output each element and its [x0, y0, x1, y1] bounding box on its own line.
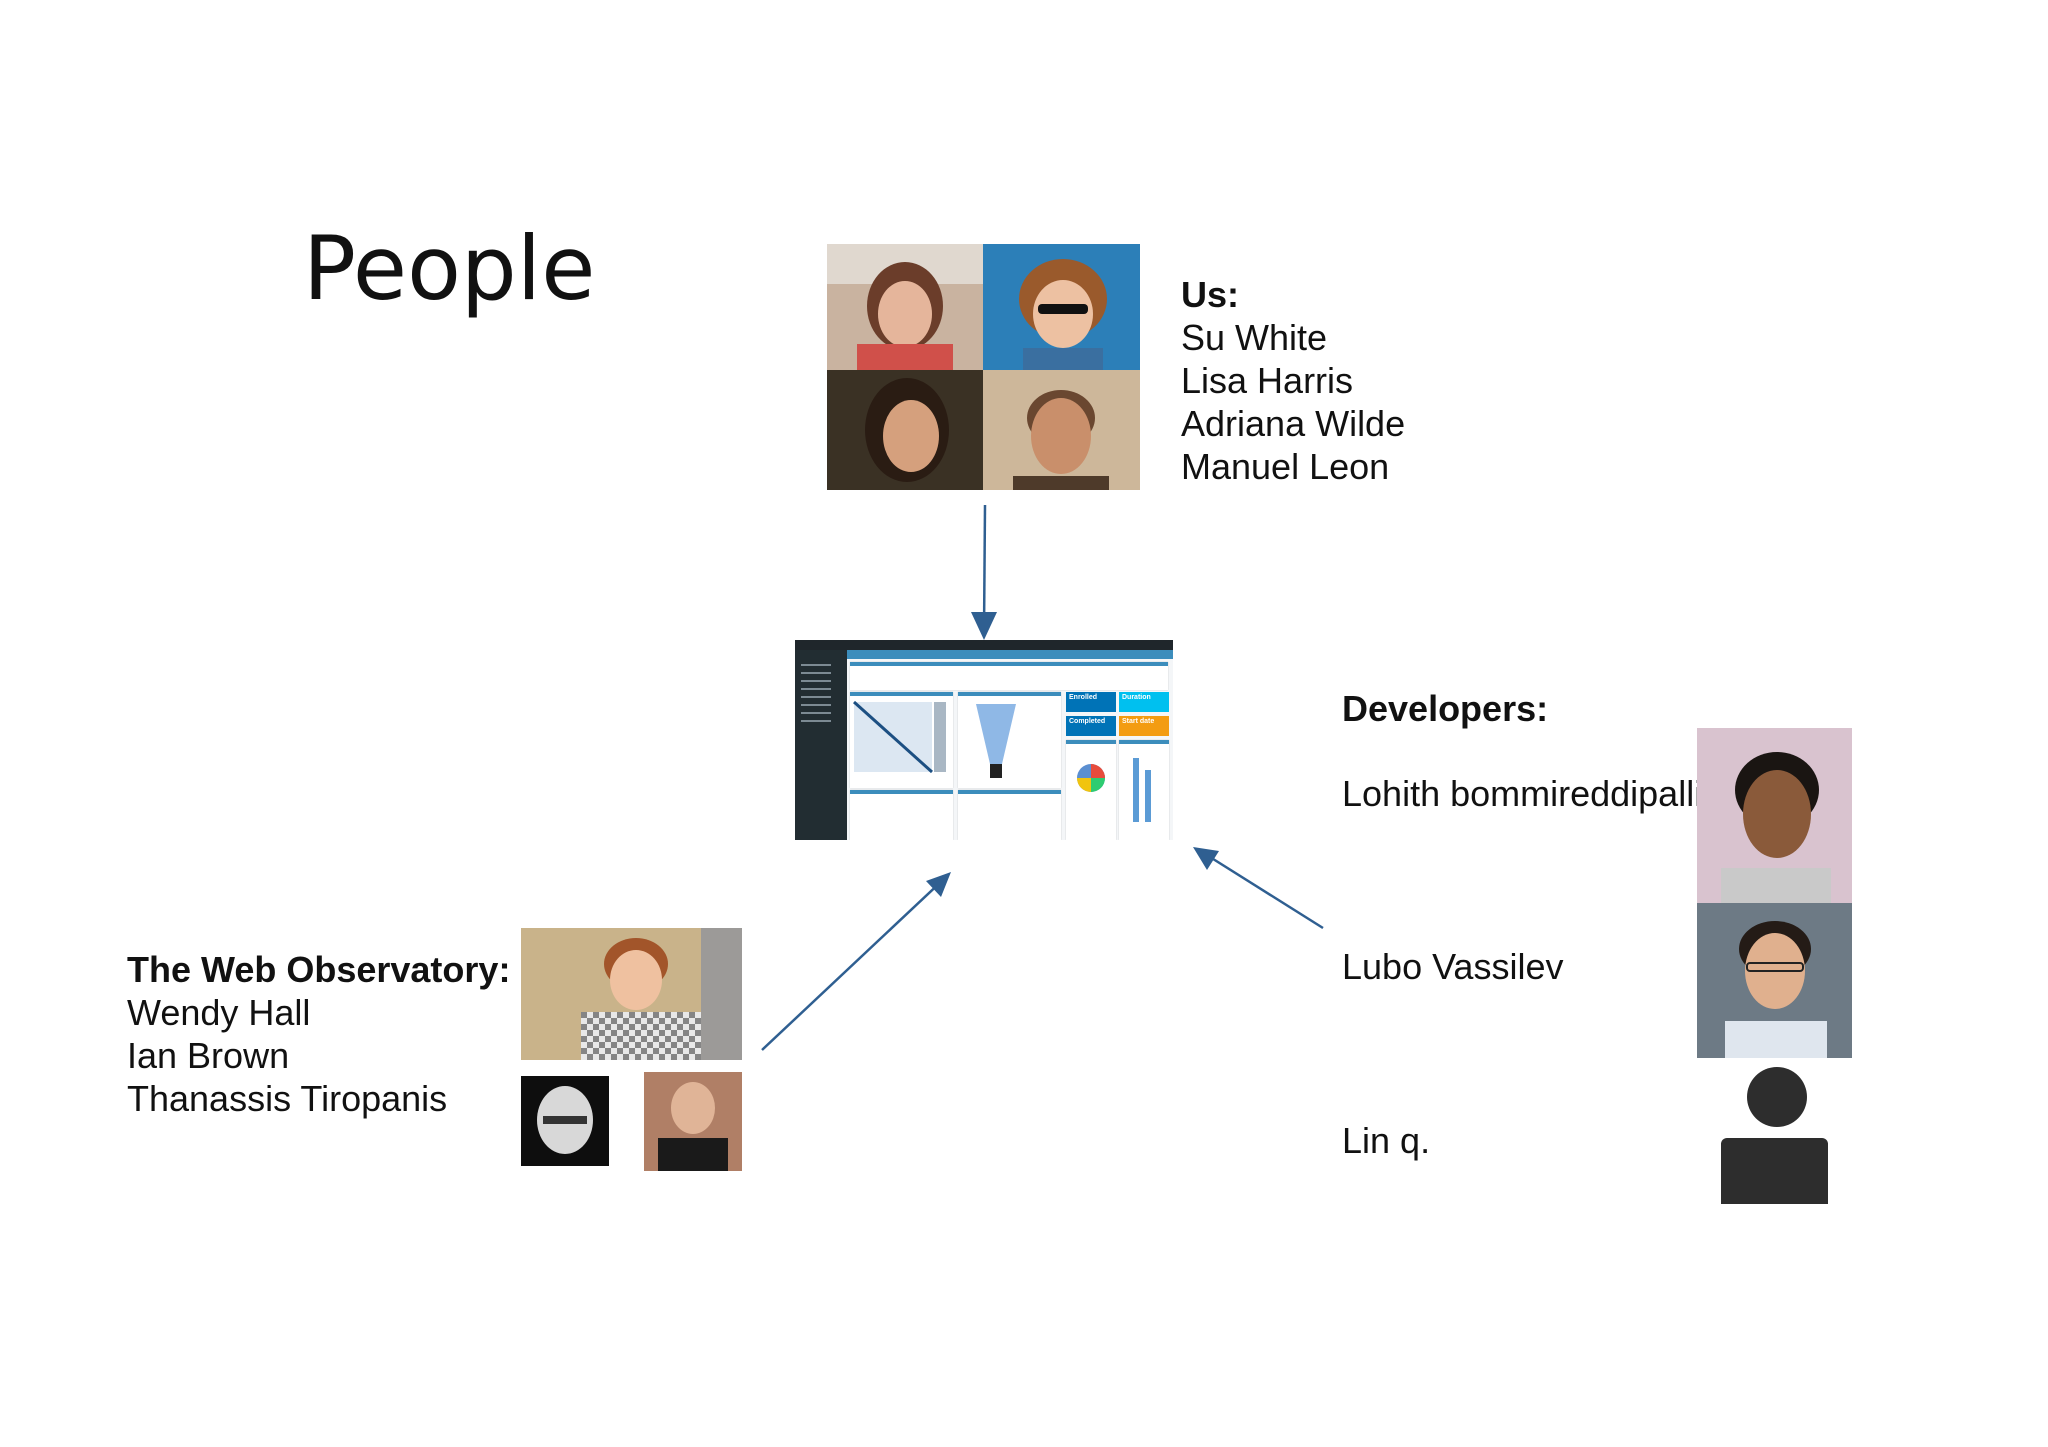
tile-completed: Completed	[1066, 716, 1116, 736]
us-name-adriana-wilde: Adriana Wilde	[1181, 403, 1406, 444]
photo-manuel-leon	[983, 370, 1140, 490]
photo-adriana-wilde	[827, 370, 983, 490]
web-observatory-heading: The Web Observatory:	[127, 949, 511, 990]
arrow-us-head	[971, 612, 997, 640]
wo-name-wendy-hall: Wendy Hall	[127, 992, 311, 1033]
us-name-lisa-harris: Lisa Harris	[1181, 360, 1354, 401]
wo-name-thanassis: Thanassis Tiropanis	[127, 1078, 448, 1119]
us-name-su-white: Su White	[1181, 317, 1328, 358]
developers-heading: Developers:	[1342, 688, 1549, 729]
developer-name-lin: Lin q.	[1342, 1120, 1431, 1161]
photo-lisa-harris	[983, 244, 1140, 370]
dashboard-sidebar	[795, 650, 847, 840]
dashboard-screenshot: Enrolled Duration Completed Start date	[795, 640, 1173, 840]
dashboard-filter-panel	[850, 662, 1168, 690]
dashboard-heatmap-panel	[850, 692, 953, 788]
dashboard-bar-panel	[1119, 740, 1169, 840]
developer-name-lubo: Lubo Vassilev	[1342, 946, 1564, 987]
arrow-webobs-to-dashboard	[761, 877, 946, 1051]
tile-duration: Duration	[1119, 692, 1169, 712]
tile-start-date: Start date	[1119, 716, 1169, 736]
arrow-us-to-dashboard	[982, 504, 987, 633]
photo-su-white	[827, 244, 983, 370]
wo-name-ian-brown: Ian Brown	[127, 1035, 290, 1076]
photo-ian-brown	[521, 1076, 609, 1166]
developer-name-lohith: Lohith bommireddipalli	[1342, 773, 1703, 814]
photo-wendy-hall	[521, 928, 742, 1060]
dashboard-topbar	[795, 640, 1173, 650]
tile-enrolled: Enrolled	[1066, 692, 1116, 712]
dashboard-pie-panel	[1066, 740, 1116, 840]
dashboard-funnel-panel	[958, 692, 1061, 788]
photo-thanassis	[644, 1072, 742, 1171]
photo-lubo	[1697, 903, 1852, 1058]
us-heading: Us:	[1181, 274, 1240, 315]
dashboard-bottom-panel-2	[958, 790, 1061, 840]
person-silhouette-body	[1721, 1138, 1828, 1204]
dashboard-bottom-panel-1	[850, 790, 953, 840]
arrow-developers-head	[1193, 847, 1219, 870]
person-silhouette-icon	[1747, 1067, 1807, 1127]
us-name-manuel-leon: Manuel Leon	[1181, 446, 1390, 487]
arrow-webobs-head	[926, 872, 951, 897]
arrow-developers-to-dashboard	[1201, 850, 1324, 930]
slide-title: People	[303, 217, 596, 320]
dashboard-header	[847, 650, 1173, 659]
photo-lohith	[1697, 728, 1852, 903]
